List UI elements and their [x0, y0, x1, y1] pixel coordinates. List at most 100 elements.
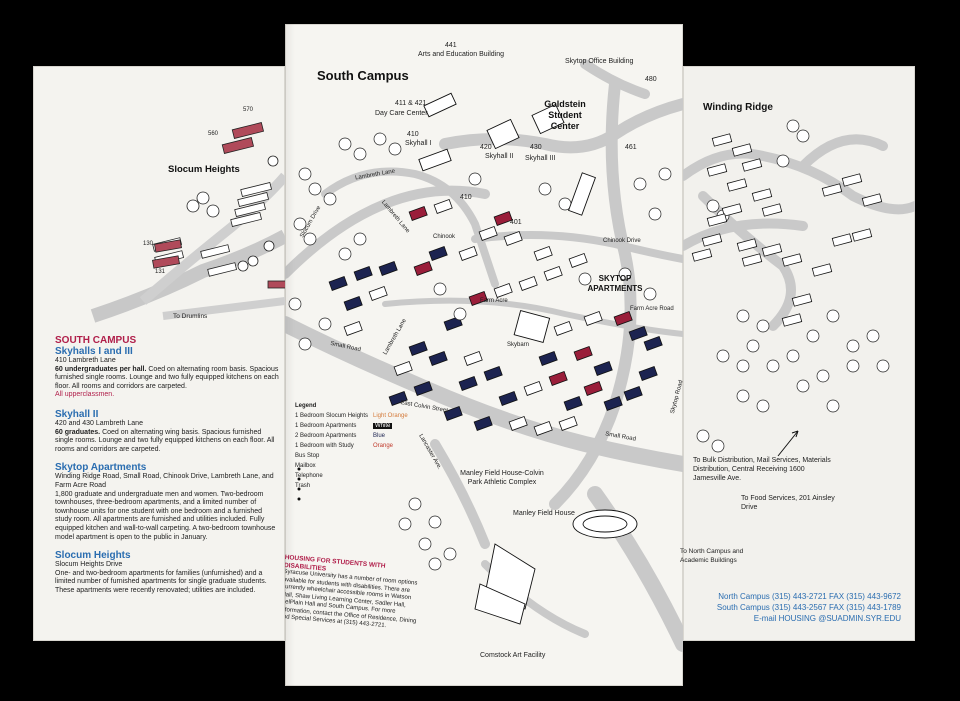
legend-row-7: Telephone — [295, 473, 323, 479]
skyhall2-address: 420 and 430 Lambreth Lane — [55, 419, 143, 427]
bldg-410b: 410 — [460, 194, 472, 201]
tree-icon — [658, 167, 672, 181]
skyhalls-note: All upperclassmen. — [55, 391, 115, 399]
bldg-420: 420 — [480, 144, 492, 151]
apartment-building — [603, 395, 623, 411]
direction-bulk: To Bulk Distribution, Mail Services, Mat… — [693, 457, 831, 482]
apartment-building — [478, 225, 498, 241]
tree-icon — [418, 537, 432, 551]
tree-icon — [696, 429, 710, 443]
apartment-building — [706, 213, 728, 227]
contact-south: South Campus (315) 443-2567 FAX (315) 44… — [716, 603, 901, 612]
street-farm-acre: Farm Acre — [480, 298, 508, 304]
tree-icon — [288, 297, 302, 311]
apartment-building — [721, 203, 743, 217]
disabilities-box: HOUSING FOR STUDENTS WITH DISABILITIES S… — [285, 554, 424, 633]
tree-icon — [846, 339, 860, 353]
tree-icon — [786, 119, 800, 133]
tree-icon — [866, 329, 880, 343]
legend-row-6: Mailbox — [295, 463, 316, 469]
legend-row-5: Bus Stop — [295, 453, 320, 459]
tree-icon — [846, 359, 860, 373]
apartment-building — [413, 380, 433, 396]
apartment-building — [623, 385, 643, 401]
bldg-411: 401 — [510, 219, 522, 226]
street-farm-acre-road: Farm Acre Road — [630, 306, 674, 312]
apartment-building — [458, 375, 478, 391]
tree-icon — [443, 547, 457, 561]
tree-icon — [538, 182, 552, 196]
apartment-building — [706, 163, 728, 177]
tree-icon — [298, 167, 312, 181]
tree-icon — [578, 272, 592, 286]
bldg-131: 131 — [155, 269, 166, 275]
section-heading: SOUTH CAMPUS — [55, 335, 137, 346]
apartment-building — [691, 248, 713, 262]
left-map — [90, 122, 285, 323]
tree-icon — [428, 557, 442, 571]
apartment-building — [538, 350, 558, 366]
contact-block: North Campus (315) 443-2721 FAX (315) 44… — [717, 591, 901, 624]
map-title: South Campus — [317, 68, 409, 83]
apartment-building — [518, 275, 538, 291]
bldg-skybarn: Skybarn — [507, 342, 530, 348]
apartment-building — [736, 238, 758, 252]
tree-icon — [711, 439, 725, 453]
apartment-building — [463, 350, 483, 366]
apartment-building — [493, 282, 513, 298]
bldg-skyhall-i: Skyhall I — [405, 140, 432, 147]
apartment-building — [543, 265, 563, 281]
tree-icon — [746, 339, 760, 353]
tree-icon — [786, 349, 800, 363]
apartment-building — [811, 263, 833, 277]
apartment-building — [428, 350, 448, 366]
apartment-building — [533, 245, 553, 261]
tree-icon — [618, 267, 632, 281]
apartment-building — [498, 390, 518, 406]
apartment-building — [443, 315, 463, 331]
tree-icon — [338, 137, 352, 151]
tree-icon — [433, 282, 447, 296]
tree-icon — [468, 172, 482, 186]
apartment-building — [328, 275, 348, 291]
apartment-building — [468, 290, 488, 306]
slocum-body: One- and two-bedroom apartments for fami… — [55, 569, 267, 594]
skyhalls-body: Coed on alternating room basis. Spacious… — [55, 365, 279, 390]
tree-icon — [293, 217, 307, 231]
apartment-building — [343, 320, 363, 336]
bldg-560: 560 — [208, 131, 219, 137]
bldg-130: 130 — [143, 241, 154, 247]
apartment-building — [443, 405, 463, 421]
bldg-skyhall-ii: Skyhall II — [485, 153, 514, 160]
contact-north: North Campus (315) 443-2721 FAX (315) 44… — [718, 592, 901, 601]
apartment-building — [791, 293, 813, 307]
apartment-building — [628, 325, 648, 341]
bldg-manley-field-house: Manley Field House — [513, 510, 575, 517]
bldg-arts-education: Arts and Education Building — [418, 51, 504, 58]
tree-icon — [756, 319, 770, 333]
tree-icon — [736, 309, 750, 323]
bldg-skytop-office: Skytop Office Building — [565, 58, 634, 65]
tree-icon — [453, 307, 467, 321]
apartment-building — [428, 245, 448, 261]
tree-icon — [816, 369, 830, 383]
tree-icon — [338, 247, 352, 261]
apartment-building — [761, 243, 783, 257]
tree-icon — [648, 207, 662, 221]
bldg-manley-complex: Manley Field House-Colvin Park Athletic … — [460, 470, 544, 486]
street-to-drumlins: To Drumlins — [173, 313, 208, 320]
apartment-building — [393, 360, 413, 376]
area-winding-ridge: Winding Ridge — [703, 102, 773, 113]
area-skytop-apartments: SKYTOP APARTMENTS — [587, 274, 643, 293]
contact-email[interactable]: E-mail HOUSING @SUADMIN.SYR.EDU — [753, 614, 901, 623]
skytop-title: Skytop Apartments — [55, 462, 147, 474]
tree-icon — [796, 379, 810, 393]
apartment-building — [553, 320, 573, 336]
apartment-building — [473, 415, 493, 431]
apartment-building — [821, 183, 843, 197]
bldg-411-421: 411 & 421 — [395, 100, 427, 107]
apartment-building — [781, 253, 803, 267]
legend-row-8: Trash — [295, 483, 311, 489]
